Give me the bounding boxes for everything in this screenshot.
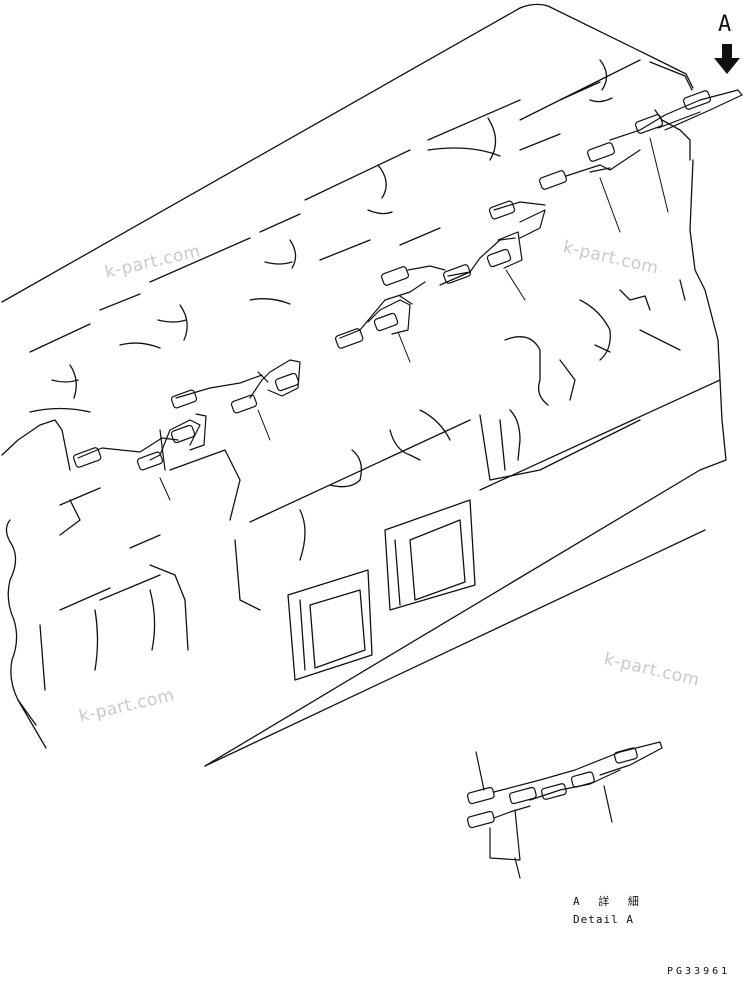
engine-block-outline [1,3,727,767]
detail-label-jp: A 詳 細 [573,895,645,908]
fuel-injection-tubes [72,89,743,471]
leader-lines [159,137,669,501]
lower-block-panels [39,379,721,767]
view-arrow [714,44,740,74]
side-housing [479,61,693,481]
block-casting-details [29,59,641,413]
figure-code: PG33961 [667,966,731,977]
detail-label-en: Detail A [573,913,634,926]
view-letter-label: A [718,12,732,37]
detail-a-inset [466,741,663,879]
